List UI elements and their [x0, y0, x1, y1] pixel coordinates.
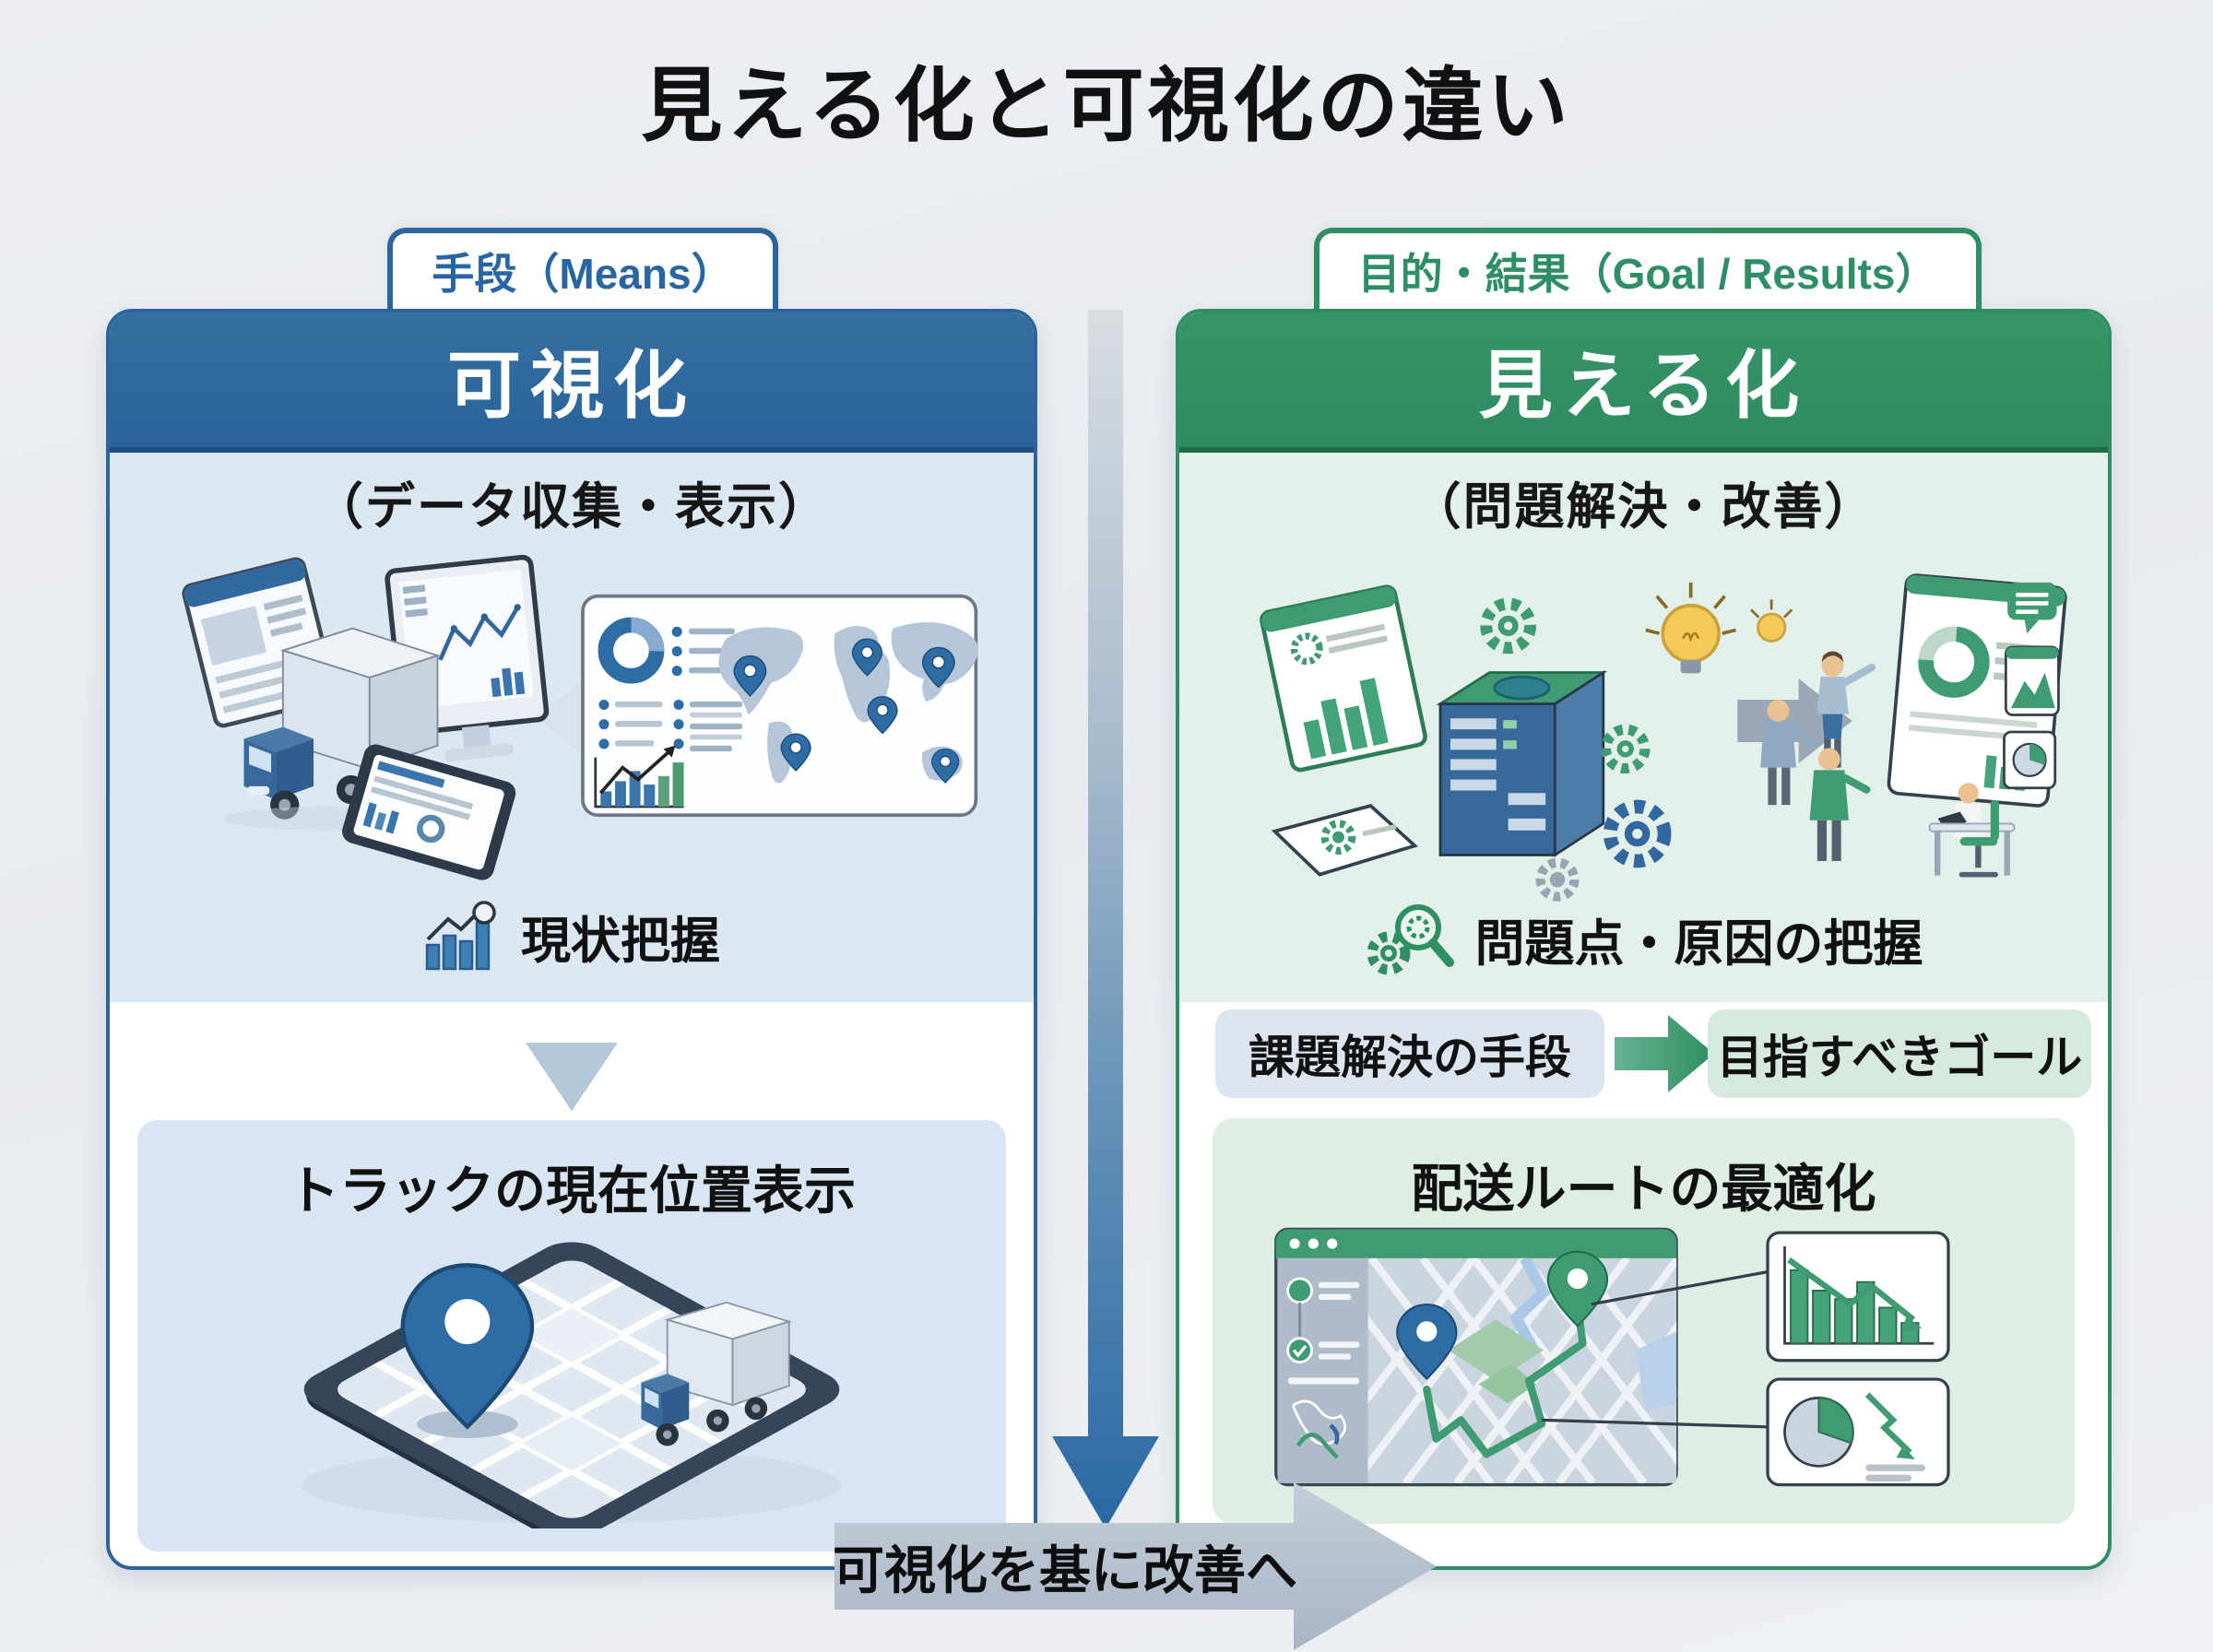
right-status-row: 問題点・原因の把握	[1365, 900, 1923, 977]
means-box-label: 課題解決の手段	[1249, 1032, 1571, 1083]
left-panel-kashika: 可視化 （データ収集・表示）	[106, 309, 1037, 1570]
left-panel-subtitle: （データ収集・表示）	[314, 479, 830, 535]
right-panel-header: 見える化	[1179, 313, 2108, 453]
person-bar-chart-icon	[425, 900, 496, 970]
right-badge-goal: 目的・結果（Goal / Results）	[1314, 228, 1982, 309]
truck-icon	[223, 627, 441, 831]
dashboard-card	[581, 594, 979, 818]
gear-icon	[1535, 857, 1580, 902]
tablet-icon	[342, 744, 516, 880]
footer-right-arrow-banner	[834, 1482, 1437, 1650]
right-panel-mieruka: 見える化 （問題解決・改善）	[1176, 309, 2112, 1570]
left-status-label: 現状把握	[521, 914, 720, 969]
gear-icon	[1479, 597, 1536, 655]
people-illustration	[1749, 599, 2015, 878]
callout-bar-chart	[1765, 1231, 1950, 1363]
lightbulb-icon	[1644, 582, 1736, 674]
truck-location-card-title: トラックの現在位置表示	[288, 1162, 856, 1220]
right-panel-top-section: （問題解決・改善）	[1179, 453, 2108, 1002]
growth-bar-chart-icon	[594, 745, 684, 808]
server-icon	[1435, 669, 1607, 858]
location-pin-icon	[400, 1263, 535, 1438]
right-badge-label: 目的・結果（Goal / Results）	[1357, 250, 1938, 298]
device-pad-icon	[1271, 804, 1418, 877]
speech-bubble-icon	[2006, 582, 2057, 634]
left-panel-top-section: （データ収集・表示）	[110, 453, 1034, 1002]
truck-on-map-illustration	[302, 1242, 842, 1528]
goal-box: 目指すべきゴール	[1708, 1009, 2091, 1098]
pie-chart-icon	[2002, 730, 2056, 790]
right-arrow-icon	[1615, 1015, 1714, 1092]
data-collection-illustration	[182, 554, 979, 880]
truck-location-card: トラックの現在位置表示	[137, 1120, 1006, 1552]
left-status-row: 現状把握	[423, 900, 720, 973]
area-chart-icon	[2004, 645, 2060, 716]
down-triangle-icon	[526, 1043, 618, 1111]
means-goal-row: 課題解決の手段 目指すべきゴール	[1179, 1009, 2108, 1098]
goal-box-label: 目指すべきゴール	[1716, 1032, 2083, 1083]
left-panel-header-label: 可視化	[447, 345, 696, 427]
right-status-label: 問題点・原因の把握	[1474, 915, 1923, 972]
location-pin-icon	[1395, 1250, 1608, 1380]
means-box: 課題解決の手段	[1215, 1009, 1604, 1098]
route-optimization-card: 配送ルートの最適化	[1213, 1118, 2075, 1524]
right-panel-header-label: 見える化	[1478, 345, 1809, 427]
bullet-list-icon	[673, 699, 743, 752]
route-map	[1367, 1257, 1676, 1483]
gear-icon	[1603, 799, 1671, 868]
bullet-list-icon	[598, 699, 663, 749]
left-badge-label: 手段（Means）	[432, 250, 734, 298]
route-map-illustration	[1273, 1227, 1950, 1487]
center-down-arrow-icon	[1052, 310, 1159, 1528]
left-panel-header: 可視化	[110, 313, 1034, 453]
route-optimization-card-title: 配送ルートの最適化	[1411, 1160, 1876, 1218]
callout-pie-chart	[1765, 1377, 1950, 1487]
magnifier-gears-icon	[1367, 904, 1454, 975]
gear-icon	[1600, 724, 1650, 774]
right-panel-subtitle: （問題解決・改善）	[1411, 479, 1876, 535]
footer-arrow-label: 可視化を基に改善へ	[833, 1540, 1297, 1599]
left-badge-means: 手段（Means）	[387, 228, 778, 309]
pale-arrow-icon	[536, 678, 585, 758]
analytics-screen-icon	[1259, 584, 1427, 773]
donut-chart-icon	[598, 617, 665, 684]
page-title: 見える化と可視化の違い	[641, 60, 1572, 151]
problem-solving-illustration	[1259, 573, 2067, 902]
truck-icon	[641, 1301, 792, 1446]
